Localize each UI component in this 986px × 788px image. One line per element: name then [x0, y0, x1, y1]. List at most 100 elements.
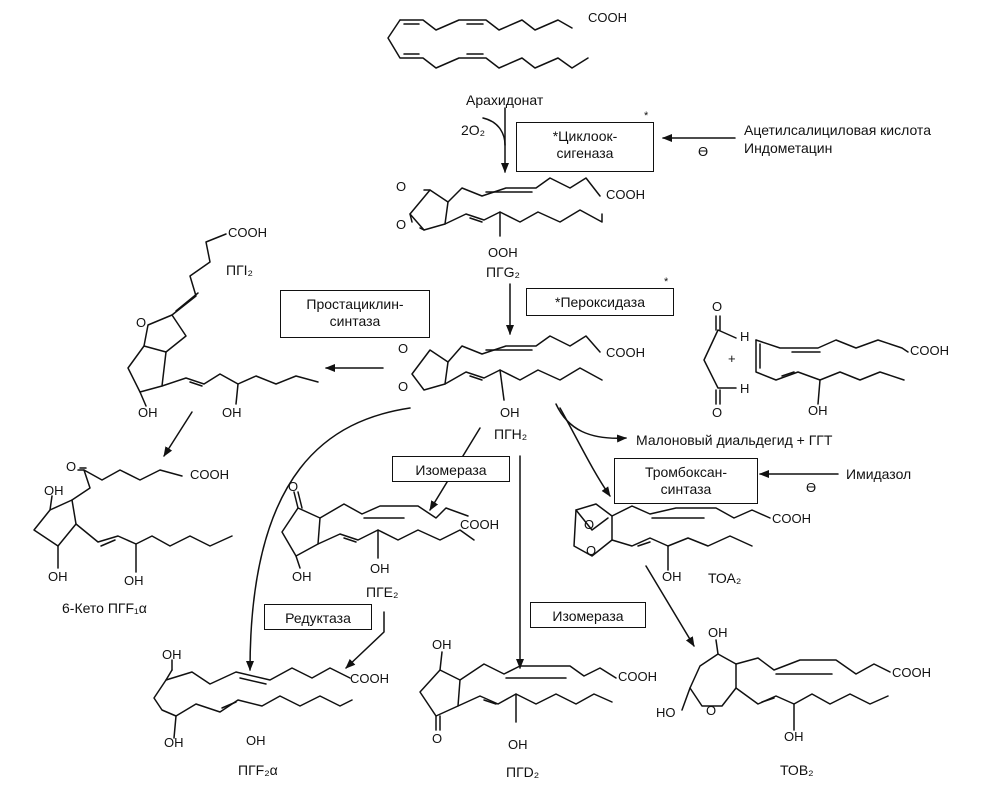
- prostacyclin-line1: Простациклин-: [306, 296, 404, 312]
- cooh-keto: COOH: [190, 467, 229, 482]
- mda-o2: O: [712, 405, 723, 420]
- cooh-pgi2: COOH: [228, 225, 267, 240]
- pgh2-structure: [411, 335, 603, 401]
- pgf2a-label: ПГF₂α: [238, 762, 278, 778]
- hht-oh: OH: [808, 403, 828, 418]
- isomerase-d-label: Изомераза: [552, 608, 624, 624]
- cooh-pgd2: COOH: [618, 669, 657, 684]
- thromboxane-synthase-box: Тромбоксан- синтаза: [614, 458, 758, 504]
- arrow-to-txb2: [645, 565, 695, 647]
- pgg2-label: ПГG₂: [486, 264, 520, 280]
- arrow-to-txa2: [559, 407, 611, 497]
- keto-oh1: OH: [44, 483, 64, 498]
- txa2-structure: [573, 503, 771, 571]
- pgi2-ring-o: O: [136, 315, 147, 330]
- mda-structure: [703, 315, 909, 405]
- pgd2-oh1: OH: [432, 637, 452, 652]
- txa2-label: ТОА₂: [708, 570, 742, 586]
- isomerase-e-box: Изомераза: [392, 456, 510, 482]
- cooh-arachidonate: COOH: [588, 10, 627, 25]
- inhibit-cox-icon: Ө: [698, 144, 709, 159]
- arrow-to-mda: [555, 403, 627, 443]
- cooh-pgg2: COOH: [606, 187, 645, 202]
- cooh-txa2: COOH: [772, 511, 811, 526]
- pge2-o: O: [288, 479, 299, 494]
- peroxidase-star: *: [664, 276, 669, 288]
- keto-structure: [33, 467, 233, 573]
- pgd2-label: ПГD₂: [506, 764, 540, 780]
- pgd2-oh2: OH: [508, 737, 528, 752]
- keto-label: 6-Кето ПГF₁α: [62, 600, 147, 616]
- thromboxane-line1: Тромбоксан-: [644, 464, 728, 480]
- cooh-pge2: COOH: [460, 517, 499, 532]
- pgg2-o2: O: [396, 217, 407, 232]
- keto-o: O: [66, 459, 77, 474]
- pgg2-o1: O: [396, 179, 407, 194]
- cyclooxygenase-box: *Циклоок- сигеназа: [516, 122, 654, 172]
- pgg2-structure: [409, 177, 603, 237]
- pgh2-o1: O: [398, 341, 409, 356]
- o2-curve: [482, 117, 506, 146]
- mda-h1: H: [740, 329, 750, 344]
- pgi2-oh1: OH: [138, 405, 158, 420]
- aspirin-label: Ацетилсалициловая кислота: [744, 122, 931, 138]
- pgh2-o2: O: [398, 379, 409, 394]
- pgf2a-oh2: OH: [164, 735, 184, 750]
- pgi2-oh2: OH: [222, 405, 242, 420]
- imidazole-label: Имидазол: [846, 466, 912, 482]
- pgf2a-oh3: OH: [246, 733, 266, 748]
- isomerase-d-box: Изомераза: [530, 602, 646, 628]
- o2-label: 2O₂: [461, 122, 486, 138]
- txb2-oh2: OH: [784, 729, 804, 744]
- cooh-pgf2a: COOH: [350, 671, 389, 686]
- keto-oh3: OH: [124, 573, 144, 588]
- ooh-pgg2: OOH: [488, 245, 518, 260]
- plus-sign: +: [728, 351, 736, 366]
- pgd2-structure: [419, 651, 617, 731]
- cox-line2: сигеназа: [556, 145, 614, 161]
- mda-h2: H: [740, 381, 750, 396]
- pge2-label: ПГЕ₂: [366, 584, 399, 600]
- cooh-txb2: COOH: [892, 665, 931, 680]
- cooh-pgh2: COOH: [606, 345, 645, 360]
- isomerase-e-label: Изомераза: [415, 462, 487, 478]
- keto-oh2: OH: [48, 569, 68, 584]
- arrow-to-keto: [163, 411, 193, 457]
- txb2-ring-o: O: [706, 703, 717, 718]
- indomethacin-label: Индометацин: [744, 140, 833, 156]
- peroxidase-box: *Пероксидаза: [526, 288, 674, 316]
- pgh2-label: ПГН₂: [494, 426, 528, 442]
- pge2-oh2: OH: [370, 561, 390, 576]
- reductase-box: Редуктаза: [264, 604, 372, 630]
- thromboxane-line2: синтаза: [660, 481, 712, 497]
- pgi2-label: ПГI₂: [226, 262, 253, 278]
- cox-star: *: [644, 110, 649, 122]
- txa2-o1: O: [584, 517, 595, 532]
- txb2-structure: [681, 639, 891, 731]
- pgf2a-oh1: OH: [162, 647, 182, 662]
- arrow-to-pgf2a: [246, 407, 411, 671]
- cox-line1: *Циклоок-: [552, 128, 618, 144]
- txa2-o2: O: [586, 543, 597, 558]
- txb2-label: ТОВ₂: [780, 762, 814, 778]
- arachidonate-structure: [387, 19, 589, 69]
- prostacyclin-synthase-box: Простациклин- синтаза: [280, 290, 430, 338]
- peroxidase-label: *Пероксидаза: [555, 294, 645, 310]
- pgi2-structure: [127, 233, 319, 407]
- mda-label: Малоновый диальдегид + ГГТ: [636, 432, 833, 448]
- txa2-oh: OH: [662, 569, 682, 584]
- pgf2a-structure: [153, 659, 353, 739]
- reductase-label: Редуктаза: [285, 610, 351, 626]
- arrow-pge2-to-pgf2a: [345, 611, 385, 669]
- oh-pgh2: OH: [500, 405, 520, 420]
- mda-o1: O: [712, 299, 723, 314]
- arachidonate-label: Арахидонат: [466, 92, 544, 108]
- pge2-structure: [281, 491, 475, 569]
- inhibit-thromboxane-icon: Ө: [806, 480, 817, 495]
- prostacyclin-line2: синтаза: [329, 313, 381, 329]
- txb2-oh1: OH: [708, 625, 728, 640]
- cooh-hht: COOH: [910, 343, 949, 358]
- pgd2-o: O: [432, 731, 443, 746]
